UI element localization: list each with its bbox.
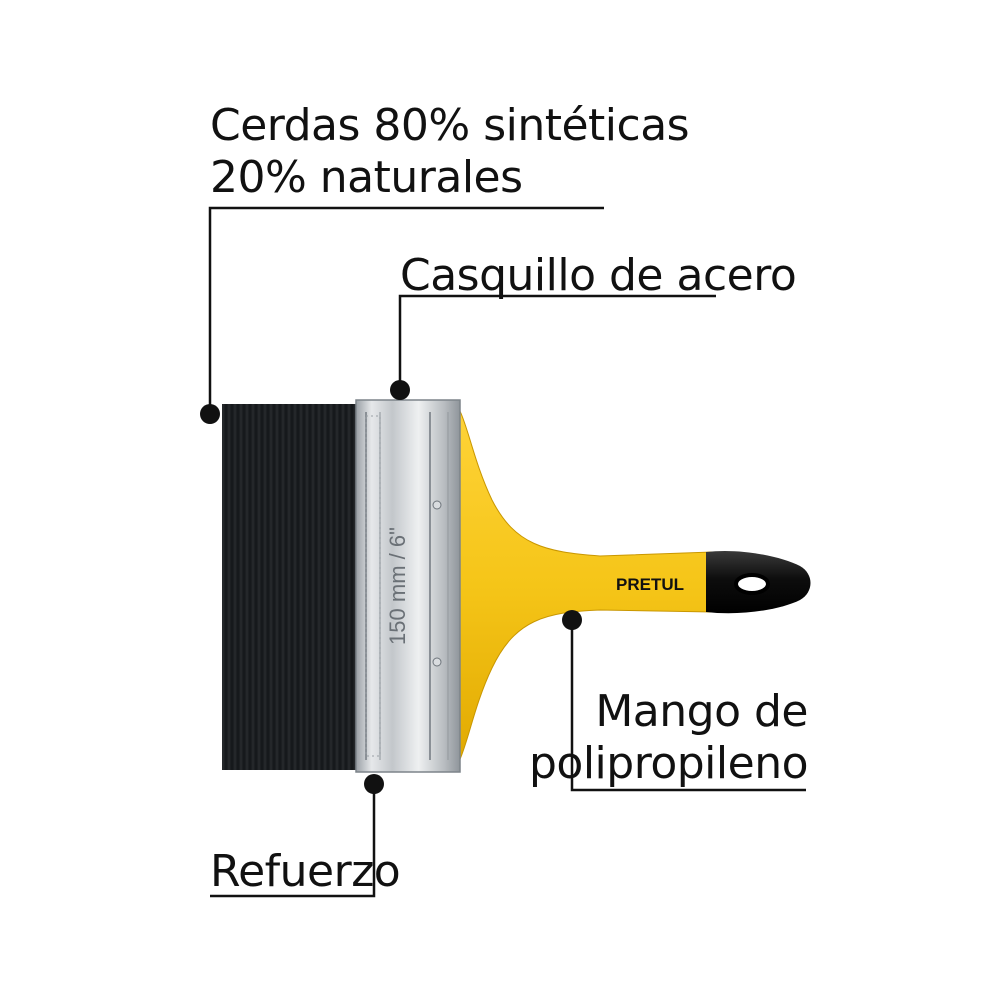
size-marking: 150 mm / 6": [385, 527, 410, 645]
leader-dot: [200, 404, 220, 424]
bristles: [222, 404, 360, 770]
label-handle: Mango de polipropileno: [528, 686, 809, 790]
label-ferrule: Casquillo de acero: [400, 250, 797, 301]
handle-grip: [706, 550, 811, 614]
label-bristles-line1: Cerdas 80% sintéticas: [210, 100, 690, 151]
leader-ferrule: [390, 294, 716, 400]
leader-dot: [390, 380, 410, 400]
leader-bristles: [200, 206, 604, 424]
leader-dot: [364, 774, 384, 794]
ferrule: 150 mm / 6": [355, 399, 461, 773]
rivet: [432, 657, 442, 667]
rivet: [432, 500, 442, 510]
label-reinforcement: Refuerzo: [210, 846, 401, 897]
label-handle-line2: polipropileno: [528, 738, 809, 789]
label-bristles: Cerdas 80% sintéticas 20% naturales: [210, 100, 690, 204]
hang-hole: [734, 573, 770, 595]
label-handle-line1: Mango de: [595, 686, 808, 737]
brand-logo: PRETUL: [616, 575, 684, 594]
leader-handle: [562, 610, 806, 792]
leader-reinforcement: [210, 774, 384, 898]
label-bristles-line2: 20% naturales: [210, 152, 523, 203]
leader-dot: [562, 610, 582, 630]
